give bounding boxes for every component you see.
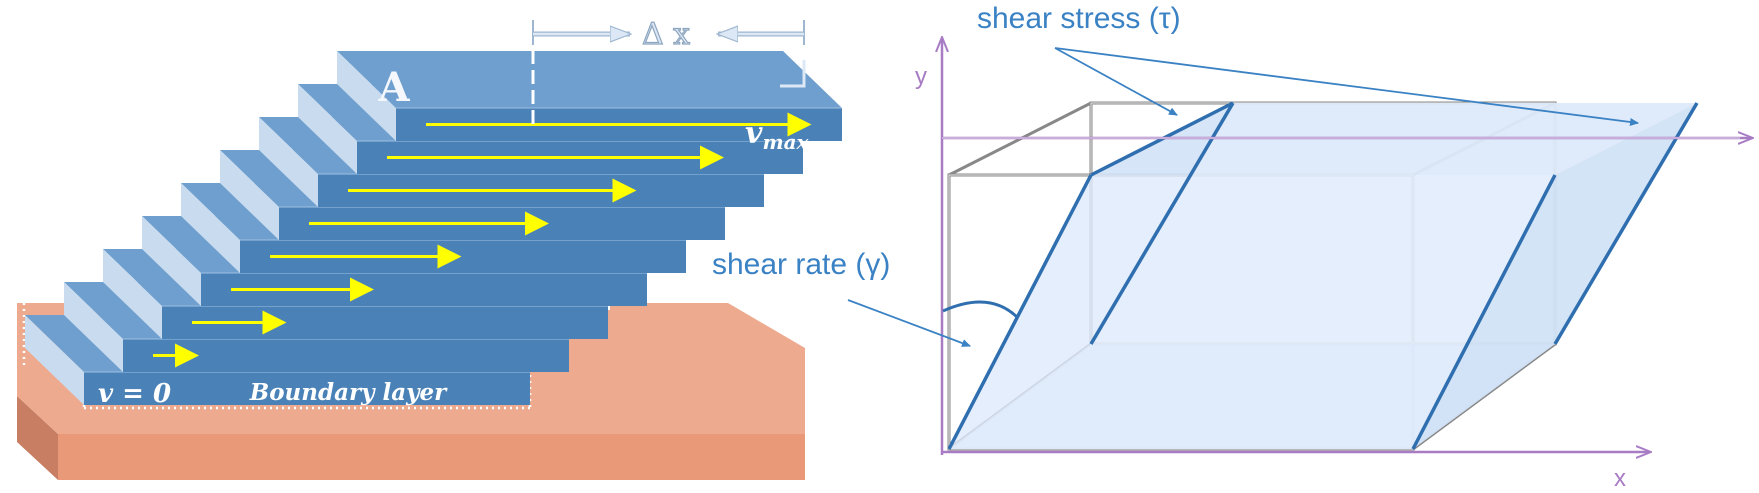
shear-diagram: y x shear stress (τ) shear rate (γ) (712, 2, 1752, 492)
v-max-label: vmax (745, 116, 810, 154)
layer-side-face (259, 117, 318, 207)
shear-stress-label: shear stress (τ) (977, 2, 1181, 35)
fluid-layer (337, 51, 842, 141)
shear-angle-arc (942, 300, 1020, 320)
v-zero-label: v = 0 (98, 379, 171, 409)
layer-top-face (337, 51, 842, 108)
x-axis: x (942, 452, 1650, 492)
shear-rate-label: shear rate (γ) (712, 248, 890, 281)
boundary-layer-label: Boundary layer (249, 379, 448, 406)
fluid-layers (25, 51, 842, 405)
layer-side-face (220, 150, 279, 240)
delta-x-label: Δ x (642, 17, 690, 52)
layer-side-face (103, 249, 162, 339)
boundary-layer-diagram: Δ x A vmax v = 0 Boundary layer (17, 16, 842, 480)
delta-x-bracket: Δ x (532, 16, 806, 88)
v-max-symbol: v (745, 116, 763, 151)
layer-side-face (142, 216, 201, 306)
layer-side-face (337, 51, 396, 141)
sheared-block (947, 101, 1699, 450)
x-axis-label: x (1614, 465, 1626, 492)
y-axis-label: y (915, 63, 927, 90)
shear-stress-pointer-a (1054, 47, 1178, 116)
layer-side-face (64, 282, 123, 372)
shear-rate-pointer (847, 299, 971, 347)
layer-side-face (181, 183, 240, 273)
y-axis: y (915, 38, 942, 455)
layer-side-face (25, 315, 84, 405)
v-max-subscript: max (762, 130, 809, 154)
layer-side-face (298, 84, 357, 174)
layer-front-face (84, 372, 530, 405)
shear-stress-pointer-b (1054, 47, 1639, 126)
area-label: A (377, 64, 410, 111)
